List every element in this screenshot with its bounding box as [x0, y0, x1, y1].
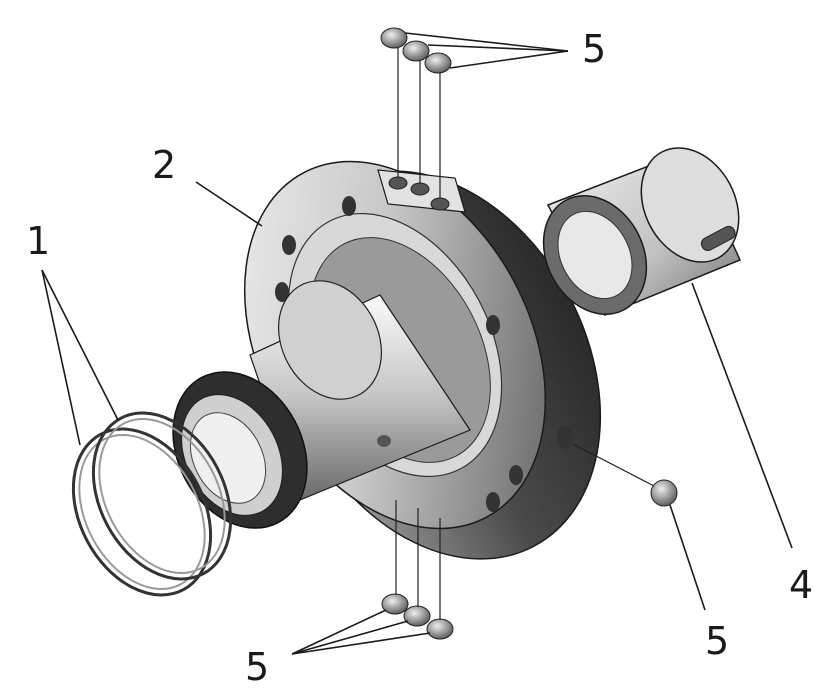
bolt-hole [282, 235, 296, 255]
set-screw [650, 479, 678, 507]
set-screws-top [380, 27, 452, 198]
leader-line [427, 44, 569, 52]
callout-5-bottom: 5 [245, 645, 270, 689]
set-screws-bottom [381, 500, 454, 640]
callout-5-side: 5 [705, 619, 730, 663]
set-screw [424, 52, 452, 74]
ring [71, 427, 213, 597]
leader-line [291, 620, 409, 655]
ring [91, 411, 233, 581]
bolt-hole [509, 465, 523, 485]
retaining-rings [71, 411, 233, 597]
callout-1: 1 [26, 219, 51, 263]
set-screw [381, 593, 409, 615]
callout-2: 2 [152, 143, 177, 187]
set-screw [403, 605, 431, 627]
bolt-hole [275, 282, 289, 302]
leader-lines [41, 32, 793, 655]
set-screw [426, 618, 454, 640]
callout-4: 4 [789, 563, 814, 607]
bolt-hole [486, 315, 500, 335]
leader-line [691, 282, 793, 549]
leader-line [291, 609, 387, 655]
leader-line [449, 50, 569, 69]
bolt-hole [342, 196, 356, 216]
ring [78, 433, 206, 591]
leader-line [41, 269, 119, 421]
set-screw-side [572, 443, 678, 507]
sleeve [542, 147, 742, 316]
leader-line [291, 632, 431, 655]
leader-line [404, 32, 569, 52]
bolt-hole [486, 492, 500, 512]
ring [98, 417, 226, 575]
callout-5-top: 5 [582, 27, 607, 71]
splined-shaft [172, 280, 471, 529]
sleeve-slot [700, 225, 736, 252]
set-screw [402, 40, 430, 62]
leader-line [669, 504, 706, 611]
leader-line [195, 181, 263, 227]
set-screw [380, 27, 408, 49]
leader-line [41, 269, 81, 446]
bolt-hole [557, 425, 573, 449]
